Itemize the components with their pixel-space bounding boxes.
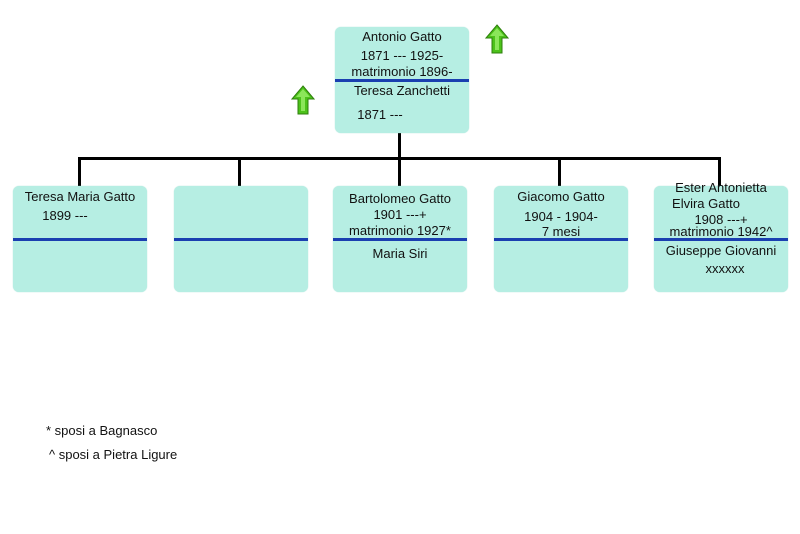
up-arrow-icon[interactable] [485, 24, 509, 54]
parent-connector-line [398, 132, 401, 161]
child-4-separator [494, 238, 628, 241]
child-3-spouse: Maria Siri [372, 246, 428, 261]
child-5-name-line1: Ester Antonietta [675, 180, 767, 195]
child-connector-line-1 [78, 157, 81, 187]
child-connector-line-4 [558, 157, 561, 187]
parents-separator [335, 79, 469, 82]
child-3-separator [333, 238, 467, 241]
child-1-name: Teresa Maria Gatto [24, 189, 136, 204]
child-connector-line-3 [398, 157, 401, 187]
child-3-dates: 1901 ---+ [373, 207, 427, 222]
mother-dates: 1871 --- [357, 107, 403, 122]
child-5-name-line2: Elvira Gatto [672, 196, 740, 211]
child-4-dates: 1904 - 1904- [524, 209, 598, 224]
child-3-marriage: matrimonio 1927* [349, 223, 451, 238]
footnote-bagnasco: * sposi a Bagnasco [46, 423, 158, 438]
child-1-separator [13, 238, 147, 241]
child-5-dates: 1908 ---+ [694, 212, 748, 227]
child-2-separator [174, 238, 308, 241]
child-5-marriage: matrimonio 1942^ [669, 224, 773, 239]
father-dates: 1871 --- 1925- [360, 48, 444, 63]
child-5-spouse: Giuseppe Giovanni [665, 243, 777, 258]
child-4-note: 7 mesi [541, 224, 581, 239]
child-5-spouse-extra: xxxxxx [705, 261, 745, 276]
child-connector-line-5 [718, 157, 721, 187]
child-1-dates: 1899 --- [42, 208, 88, 223]
parents-marriage: matrimonio 1896- [351, 64, 453, 79]
mother-name: Teresa Zanchetti [353, 83, 451, 98]
child-4-name: Giacomo Gatto [517, 189, 605, 204]
child-connector-line-2 [238, 157, 241, 187]
child-3-name: Bartolomeo Gatto [349, 191, 451, 206]
footnote-pietra-ligure: ^ sposi a Pietra Ligure [49, 447, 178, 462]
up-arrow-icon[interactable] [291, 85, 315, 115]
father-name: Antonio Gatto [362, 29, 442, 44]
child-5-separator [654, 238, 788, 241]
